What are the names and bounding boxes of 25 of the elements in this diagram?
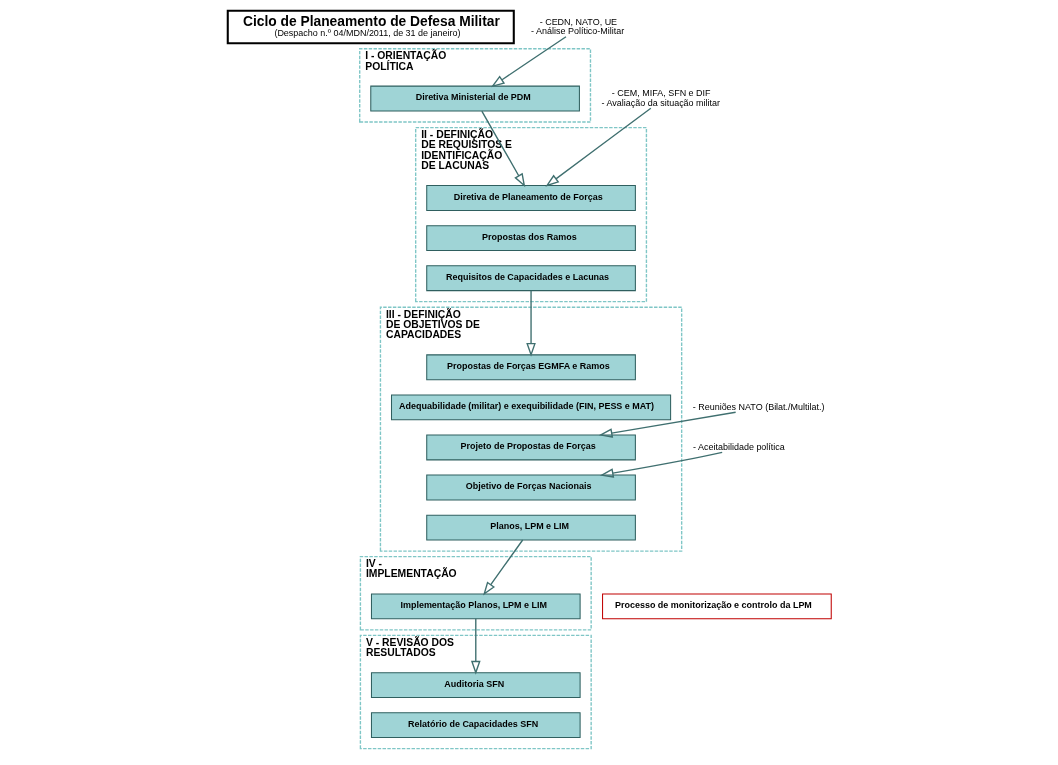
node-text: - Aceitabilidade política xyxy=(692,441,785,452)
arrow xyxy=(490,36,567,88)
arrow xyxy=(525,290,536,357)
node-box: Projeto de Propostas de Forças xyxy=(425,434,636,461)
node-text: - CEDN, NATO, UE - Análise Político-Militar xyxy=(530,16,624,37)
node-box: Propostas de Forças EGMFA e Ramos xyxy=(425,354,636,381)
arrow xyxy=(544,107,652,187)
node-text: - Reuniões NATO (Bilat./Multilat.) xyxy=(692,401,824,412)
node-box: Ciclo de Planeamento de Defesa Militar (Despacho n.º 04/MDN/2011, de 31 de janeiro) xyxy=(226,9,515,45)
arrow xyxy=(480,110,525,188)
node-box: Requisitos de Capacidades e Lacunas xyxy=(425,265,636,292)
node-text: - CEM, MIFA, SFN e DIF - Avaliação da situação militar xyxy=(601,88,720,108)
node-box: Implementação Planos, LPM e LIM xyxy=(370,593,581,620)
node-box: Processo de monitorização e controlo da LPM xyxy=(601,593,832,620)
node-box: Adequabilidade (militar) e exequibilidade (FIN, PESS e MAT) xyxy=(390,394,671,421)
arrow xyxy=(470,618,481,675)
node-box: Relatório de Capacidades SFN xyxy=(370,712,581,739)
node-box: Objetivo de Forças Nacionais xyxy=(425,474,636,501)
node-box: Diretiva de Planeamento de Forças xyxy=(425,185,636,211)
node-box: Propostas dos Ramos xyxy=(425,225,636,252)
node-box: Auditoria SFN xyxy=(370,672,581,699)
arrow xyxy=(598,411,736,438)
node-box: Diretiva Ministerial de PDM xyxy=(369,85,580,112)
arrow xyxy=(599,451,723,478)
node-box: Planos, LPM e LIM xyxy=(425,514,636,541)
